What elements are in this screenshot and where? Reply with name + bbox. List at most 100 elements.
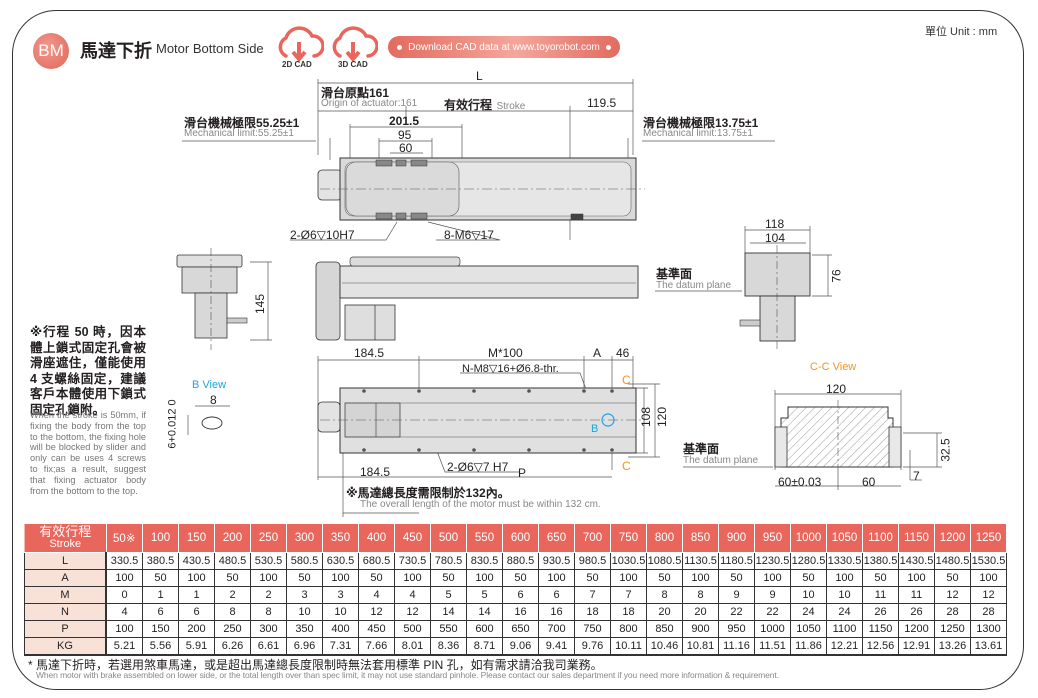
stroke-column-header: 450	[394, 523, 431, 553]
cloud-download-3d-icon[interactable]	[328, 22, 378, 68]
table-cell: 50	[502, 569, 539, 587]
b-view-title: B View	[192, 379, 227, 391]
table-cell: 24	[826, 603, 863, 621]
table-cell: 6	[502, 586, 539, 604]
bottom-view-body	[317, 387, 645, 454]
stroke-column-header: 1050	[826, 523, 863, 553]
dim-A: A	[593, 346, 602, 360]
table-cell: 6	[178, 603, 215, 621]
mech-limit-left-en: Mechanical limit:55.25±1	[184, 128, 294, 139]
mech-limit-right-zh: 滑台機械極限13.75±1	[643, 116, 759, 130]
table-cell: 10	[286, 603, 323, 621]
stroke-column-header: 950	[754, 523, 791, 553]
page-title-en: Motor Bottom Side	[156, 41, 264, 56]
dim-m100: M*100	[488, 346, 523, 360]
table-cell: 1430.5	[898, 552, 935, 570]
row-label: M	[24, 586, 107, 604]
cad-2d-label[interactable]: 2D CAD	[282, 60, 312, 69]
table-cell: 780.5	[430, 552, 467, 570]
dim-L: L	[476, 69, 483, 83]
row-label: KG	[24, 637, 107, 656]
stroke-header-en: Stroke	[49, 538, 82, 550]
table-cell: 11.16	[718, 637, 755, 656]
cc-view-title: C-C View	[810, 361, 857, 373]
cc-datum-plane-en: The datum plane	[683, 455, 759, 466]
table-cell: 1	[142, 586, 179, 604]
cc-datum-plane-zh: 基準面	[683, 442, 720, 456]
dot-icon	[397, 44, 403, 50]
row-label: P	[24, 620, 107, 638]
download-cad-link[interactable]: Download CAD data at www.toyorobot.com	[388, 36, 620, 58]
stroke-column-header: 400	[358, 523, 395, 553]
page-title-zh: 馬達下折	[80, 41, 152, 61]
table-cell: 9.06	[502, 637, 539, 656]
table-cell: 50	[430, 569, 467, 587]
right-end-view-body	[739, 245, 811, 350]
cc-dim-7: 7	[913, 469, 920, 483]
table-cell: 18	[610, 603, 647, 621]
table-cell: 7.31	[322, 637, 359, 656]
origin-label-en: Origin of actuator:161	[321, 98, 418, 109]
cloud-download-2d-icon[interactable]	[274, 22, 324, 68]
table-cell: 100	[322, 569, 359, 587]
table-cell: 14	[466, 603, 503, 621]
table-cell: 13.26	[934, 637, 971, 656]
stroke-column-header: 1000	[790, 523, 827, 553]
table-cell: 10	[790, 586, 827, 604]
table-cell: 50	[214, 569, 251, 587]
b-view-slot	[201, 416, 223, 430]
cad-3d-label[interactable]: 3D CAD	[338, 60, 368, 69]
stroke-50-note-en: When the stroke is 50mm, if fixing the b…	[30, 410, 146, 496]
table-cell: 100	[826, 569, 863, 587]
table-cell: 100	[970, 569, 1007, 587]
table-cell: 4	[105, 603, 143, 621]
table-cell: 10.11	[610, 637, 647, 656]
table-cell: 700	[538, 620, 575, 638]
table-cell: 580.5	[286, 552, 323, 570]
table-cell: 22	[754, 603, 791, 621]
table-cell: 1030.5	[610, 552, 647, 570]
table-cell: 7	[574, 586, 611, 604]
table-cell: 9	[718, 586, 755, 604]
row-label: A	[24, 569, 107, 587]
table-cell: 9.41	[538, 637, 575, 656]
motor-length-note-zh: ※馬達總長度需限制於132內。	[346, 486, 510, 500]
table-cell: 850	[646, 620, 683, 638]
table-cell: 400	[322, 620, 359, 638]
table-cell: 1200	[898, 620, 935, 638]
pin-hole-top-label: 2-Ø6▽10H7	[290, 228, 355, 242]
dim-184-5-top: 184.5	[354, 346, 385, 360]
stroke-column-header: 650	[538, 523, 575, 553]
table-cell: 1150	[862, 620, 899, 638]
table-cell: 150	[142, 620, 179, 638]
pin-hole-bottom-label: 2-Ø6▽7 H7	[447, 460, 509, 474]
table-cell: 100	[898, 569, 935, 587]
stroke-column-header: 250	[250, 523, 287, 553]
side-view-body	[315, 256, 639, 341]
table-cell: 1230.5	[754, 552, 791, 570]
table-cell: 13.61	[970, 637, 1007, 656]
section-c-top: C	[622, 373, 631, 387]
table-cell: 0	[105, 586, 143, 604]
table-cell: 10	[322, 603, 359, 621]
table-cell: 5.91	[178, 637, 215, 656]
table-cell: 730.5	[394, 552, 431, 570]
table-cell: 100	[466, 569, 503, 587]
table-cell: 50	[646, 569, 683, 587]
stroke-column-header: 750	[610, 523, 647, 553]
table-cell: 1380.5	[862, 552, 899, 570]
b-view-dim-6-tol: 6+0.012 0	[167, 399, 179, 448]
table-cell: 12.91	[898, 637, 935, 656]
table-cell: 500	[394, 620, 431, 638]
series-badge: BM	[33, 33, 69, 69]
table-cell: 100	[754, 569, 791, 587]
table-cell: 11	[862, 586, 899, 604]
table-cell: 8.71	[466, 637, 503, 656]
footer-note-en: When motor with brake assembled on lower…	[36, 670, 779, 680]
dim-184-5-bottom: 184.5	[360, 465, 391, 479]
table-cell: 6	[142, 603, 179, 621]
table-cell: 5.56	[142, 637, 179, 656]
stroke-header: 有效行程 Stroke	[24, 523, 107, 553]
